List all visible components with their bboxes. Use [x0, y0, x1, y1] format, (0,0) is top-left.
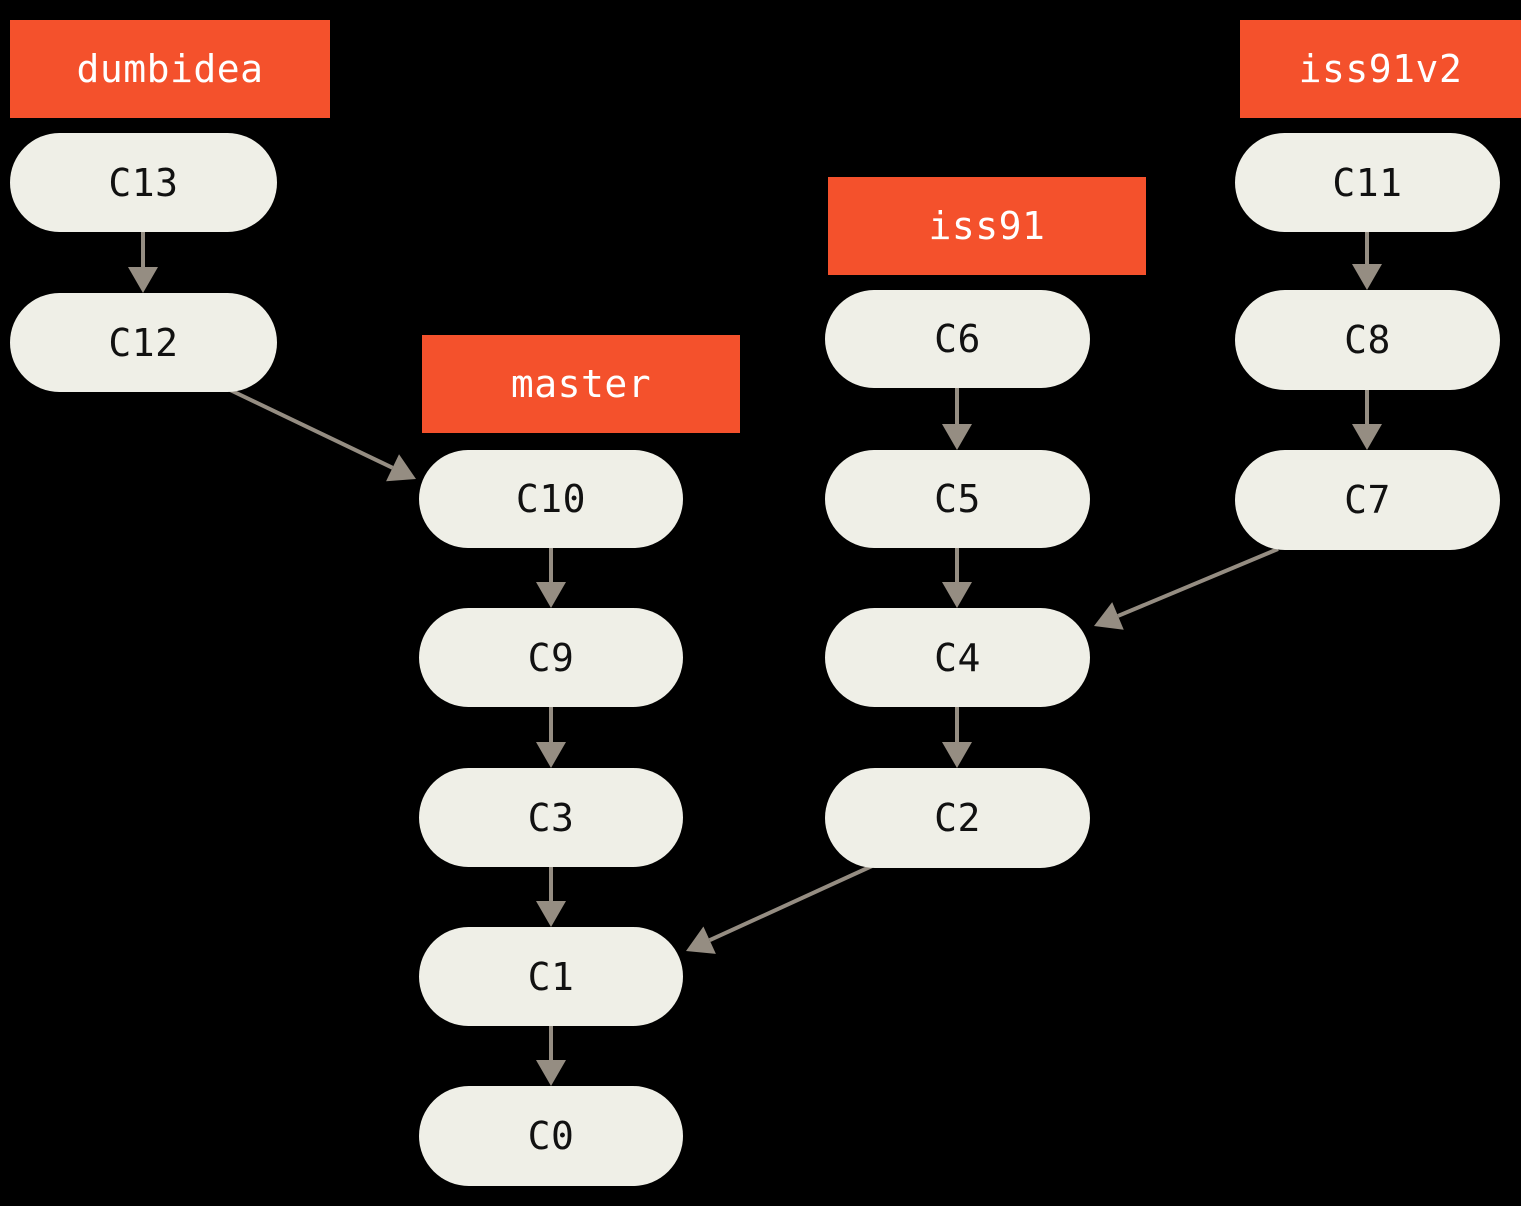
edge-arrowhead	[942, 424, 972, 450]
branch-label-dumbidea[interactable]: dumbidea	[10, 20, 330, 118]
edge-arrowhead	[128, 267, 158, 293]
edge-c4-to-c2	[942, 707, 972, 768]
edge-c3-to-c1	[536, 867, 566, 927]
commit-node-c9[interactable]: C9	[419, 608, 683, 707]
edge-arrowhead	[536, 742, 566, 768]
edge-c11-to-c8	[1352, 232, 1382, 290]
commit-node-c1[interactable]: C1	[419, 927, 683, 1026]
commit-node-c2[interactable]: C2	[825, 768, 1090, 868]
commit-node-c5[interactable]: C5	[825, 450, 1090, 548]
edge-c7-to-c4	[1094, 547, 1279, 630]
edge-line	[1117, 547, 1279, 618]
commit-node-c0[interactable]: C0	[419, 1086, 683, 1186]
edge-arrowhead	[536, 582, 566, 608]
edge-c12-to-c10	[227, 387, 416, 482]
commit-node-c11[interactable]: C11	[1235, 133, 1500, 232]
edge-arrowhead	[386, 454, 416, 482]
branch-label-master[interactable]: master	[422, 335, 740, 433]
commit-node-c8[interactable]: C8	[1235, 290, 1500, 390]
edge-c8-to-c7	[1352, 390, 1382, 450]
commit-node-c12[interactable]: C12	[10, 293, 277, 392]
commit-node-c13[interactable]: C13	[10, 133, 277, 232]
edge-line	[708, 864, 873, 943]
edge-arrowhead	[536, 1060, 566, 1086]
edge-c2-to-c1	[686, 864, 873, 954]
edge-c10-to-c9	[536, 548, 566, 608]
commit-node-c6[interactable]: C6	[825, 290, 1090, 388]
edge-arrowhead	[686, 926, 716, 954]
edge-c13-to-c12	[128, 232, 158, 293]
edge-c5-to-c4	[942, 548, 972, 608]
edge-arrowhead	[942, 742, 972, 768]
edge-arrowhead	[942, 582, 972, 608]
branch-label-iss91v2[interactable]: iss91v2	[1240, 20, 1521, 118]
branch-label-iss91[interactable]: iss91	[828, 177, 1146, 275]
edge-arrowhead	[1352, 264, 1382, 290]
edge-c1-to-c0	[536, 1026, 566, 1086]
edge-arrowhead	[1094, 602, 1124, 630]
edge-c9-to-c3	[536, 707, 566, 768]
commit-node-c3[interactable]: C3	[419, 768, 683, 867]
edge-line	[227, 387, 394, 470]
commit-node-c10[interactable]: C10	[419, 450, 683, 548]
commit-node-c7[interactable]: C7	[1235, 450, 1500, 550]
commit-node-c4[interactable]: C4	[825, 608, 1090, 707]
edge-arrowhead	[536, 901, 566, 927]
edge-c6-to-c5	[942, 388, 972, 450]
edge-arrowhead	[1352, 424, 1382, 450]
